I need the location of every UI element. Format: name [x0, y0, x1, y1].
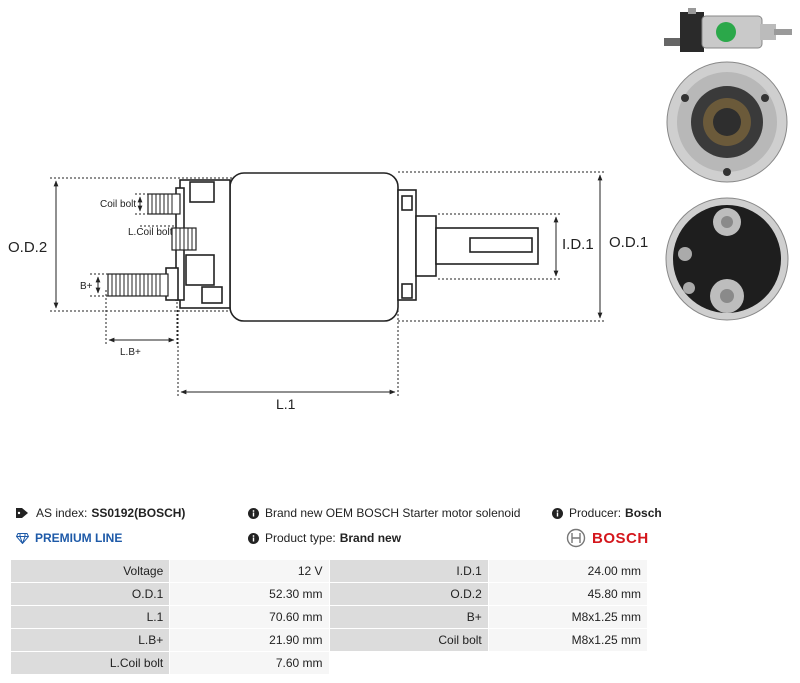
premium-line-row: PREMIUM LINE [15, 531, 123, 545]
spec-key: B+ [328, 605, 489, 629]
table-row: L.Coil bolt 7.60 mm [9, 651, 649, 675]
spec-key: O.D.1 [9, 582, 171, 606]
spec-value: 52.30 mm [169, 582, 330, 606]
description-text: Brand new OEM BOSCH Starter motor soleno… [265, 506, 521, 520]
producer-label: Producer: [569, 506, 622, 520]
dim-od1-label: O.D.1 [609, 234, 648, 251]
product-type-row: Product type: Brand new [248, 531, 401, 545]
table-row: L.1 70.60 mm B+ M8x1.25 mm [9, 605, 649, 629]
description-row: Brand new OEM BOSCH Starter motor soleno… [248, 506, 520, 520]
dim-id1-label: I.D.1 [562, 236, 594, 253]
dim-od2-label: O.D.2 [8, 239, 47, 256]
as-index-value: SS0192(BOSCH) [91, 506, 186, 520]
dim-bplus-label: B+ [80, 281, 93, 292]
bosch-wordmark: BOSCH [592, 529, 649, 547]
as-index-label: AS index: [36, 506, 88, 520]
product-type-label: Product type: [265, 531, 336, 545]
technical-drawing: O.D.2 O.D.1 I.D.1 L.1 B+ L.B+ Coil bolt … [8, 171, 648, 412]
product-photo-front [666, 61, 788, 183]
spec-value: 24.00 mm [487, 559, 649, 583]
spec-value: M8x1.25 mm [487, 605, 649, 629]
spec-key: L.B+ [9, 628, 171, 652]
spec-key: Coil bolt [328, 628, 489, 652]
product-photo-rear [665, 197, 789, 321]
dim-coil-bolt-label: Coil bolt [100, 199, 136, 210]
info-icon [248, 532, 259, 544]
bosch-logo: BOSCH [566, 528, 649, 548]
spec-value [487, 651, 649, 675]
dim-lbplus-label: L.B+ [120, 347, 141, 358]
producer-row: Producer: Bosch [552, 506, 662, 520]
tag-icon [16, 507, 30, 519]
table-row: L.B+ 21.90 mm Coil bolt M8x1.25 mm [9, 628, 649, 652]
dim-l1-label: L.1 [276, 396, 296, 412]
as-index-row: AS index: SS0192(BOSCH) [16, 506, 185, 520]
diamond-icon [15, 532, 30, 545]
bosch-armature-icon [566, 528, 586, 548]
spec-key: O.D.2 [328, 582, 489, 606]
spec-key [328, 651, 489, 675]
spec-value: 12 V [169, 559, 330, 583]
spec-key: L.Coil bolt [9, 651, 171, 675]
spec-table: Voltage 12 V I.D.1 24.00 mm O.D.1 52.30 … [9, 559, 649, 675]
product-type-value: Brand new [339, 531, 402, 545]
spec-key: L.1 [9, 605, 171, 629]
spec-value: 45.80 mm [487, 582, 649, 606]
info-icon [248, 507, 259, 519]
premium-line-label: PREMIUM LINE [35, 531, 123, 545]
spec-value: M8x1.25 mm [487, 628, 649, 652]
spec-value: 70.60 mm [169, 605, 330, 629]
product-photo-side [664, 8, 792, 52]
table-row: O.D.1 52.30 mm O.D.2 45.80 mm [9, 582, 649, 606]
info-icon [552, 507, 563, 519]
spec-value: 7.60 mm [169, 651, 330, 675]
table-row: Voltage 12 V I.D.1 24.00 mm [9, 559, 649, 583]
dim-lcoil-bolt-label: L.Coil bolt [128, 227, 173, 238]
spec-key: I.D.1 [328, 559, 489, 583]
spec-value: 21.90 mm [169, 628, 330, 652]
spec-key: Voltage [9, 559, 171, 583]
producer-value: Bosch [625, 506, 662, 520]
